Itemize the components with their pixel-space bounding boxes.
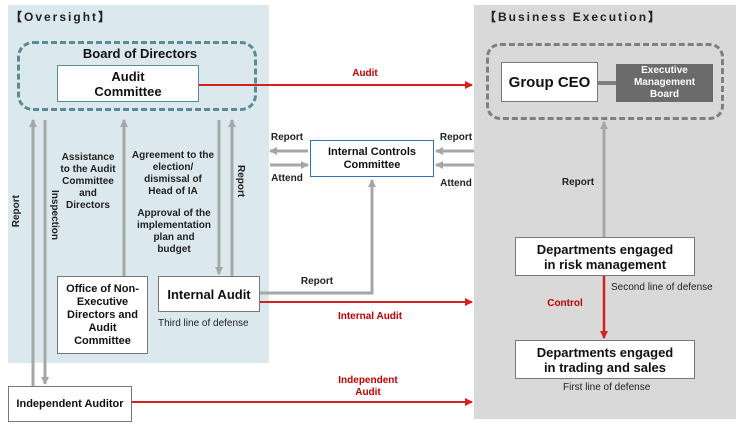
- group-ceo-box: Group CEO: [501, 62, 598, 102]
- audit-label: Audit: [352, 68, 378, 79]
- ia-report-label: Report: [300, 276, 334, 287]
- first-line-of-defense-label: First line of defense: [563, 382, 651, 393]
- inspection-vertical-label: Inspection: [49, 190, 60, 241]
- attend-right-label: Attend: [440, 178, 472, 189]
- business-execution-title: 【Business Execution】: [484, 10, 663, 24]
- ia-report-vertical-label: Report: [235, 165, 246, 198]
- risk-management-departments-box: Departments engaged in risk management: [515, 237, 695, 276]
- ia-report-to-icc-arrow: [260, 179, 376, 295]
- executive-group: [486, 43, 724, 120]
- trading-sales-departments-box: Departments engaged in trading and sales: [515, 340, 695, 379]
- approval-label: Approval of the implementation plan and …: [137, 208, 211, 255]
- internal-audit-arrow-label: Internal Audit: [337, 311, 403, 322]
- assistance-label: Assistance to the Audit Committee and Di…: [60, 152, 116, 211]
- office-of-non-executive-directors-box: Office of Non- Executive Directors and A…: [57, 276, 148, 354]
- oversight-title: 【Oversight】: [10, 10, 113, 24]
- business-report-label: Report: [561, 177, 595, 188]
- audit-committee-box: Audit Committee: [57, 65, 199, 102]
- agreement-label: Agreement to the election/ dismissal of …: [131, 150, 215, 197]
- board-of-directors-label: Board of Directors: [82, 46, 198, 61]
- report-left-label: Report: [270, 132, 304, 143]
- attend-left-label: Attend: [271, 173, 303, 184]
- executive-management-board-box: Executive Management Board: [616, 64, 713, 102]
- report-vertical-left-label: Report: [11, 195, 22, 228]
- control-label: Control: [547, 298, 583, 309]
- independent-auditor-box: Independent Auditor: [8, 386, 132, 422]
- third-line-of-defense-label: Third line of defense: [158, 318, 249, 329]
- second-line-of-defense-label: Second line of defense: [611, 282, 713, 293]
- independent-audit-label: Independent Audit: [338, 375, 398, 398]
- internal-controls-committee-box: Internal Controls Committee: [310, 140, 434, 177]
- board-of-directors-group: [17, 41, 257, 111]
- report-right-label: Report: [439, 132, 473, 143]
- internal-audit-box: Internal Audit: [158, 276, 260, 312]
